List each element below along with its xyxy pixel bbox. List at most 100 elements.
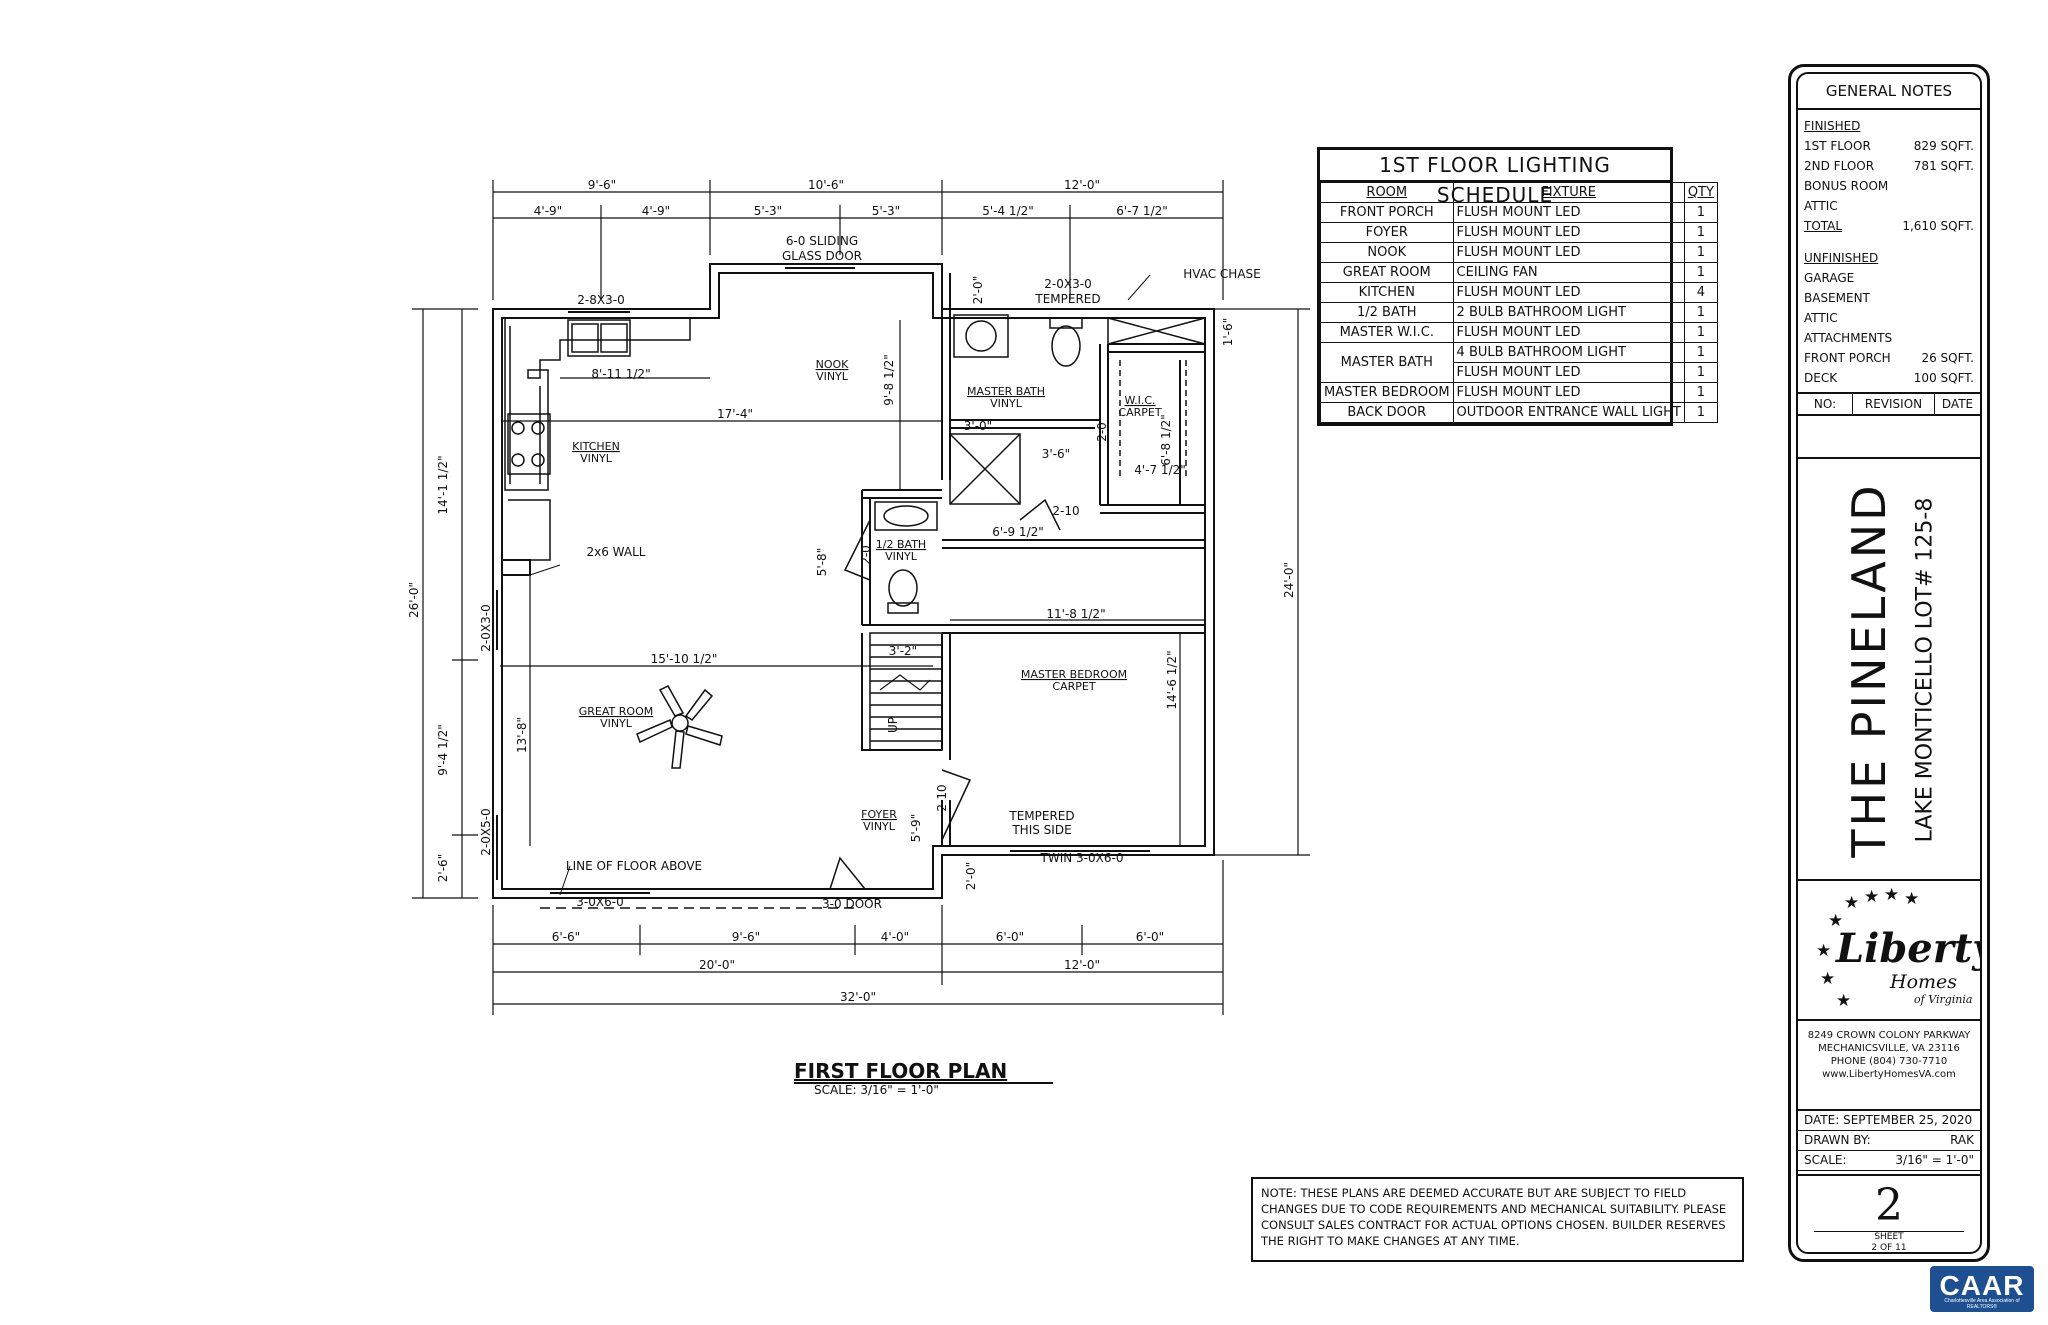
project-title-area: THE PINELAND LAKE MONTICELLO LOT# 125-8 [1798, 457, 1980, 881]
dim-17-4: 17'-4" [717, 407, 753, 421]
star-icon: ★ [1816, 941, 1832, 961]
area-value: 26 SQFT. [1921, 351, 1974, 365]
room-half-bath: 1/2 BATH [876, 538, 926, 551]
dim-5-9: 5'-9" [909, 814, 923, 842]
dim-left-3: 2'-6" [436, 854, 450, 882]
list-item: TOTAL 1,610 SQFT. [1798, 216, 1980, 236]
area-value: 100 SQFT. [1913, 371, 1974, 385]
address-line: 8249 CROWN COLONY PARKWAY [1807, 1030, 1971, 1041]
schedule-qty: 1 [1683, 362, 1718, 383]
sliding-door-label-1: 6-0 SLIDING [786, 234, 858, 248]
dim-5-8: 5'-8" [815, 548, 829, 576]
schedule-header-room: ROOM [1320, 182, 1454, 203]
finished-label: FINISHED [1804, 119, 1861, 133]
revision-date: DATE [1941, 397, 1974, 411]
schedule-room: BACK DOOR [1320, 402, 1454, 423]
disclaimer-note: NOTE: THESE PLANS ARE DEEMED ACCURATE BU… [1251, 1177, 1744, 1262]
dim-top-1: 9'-6" [588, 178, 616, 192]
dim-6-9: 6'-9 1/2" [992, 525, 1044, 539]
room-kitchen-floor: VINYL [580, 452, 613, 465]
dim-bot-total: 32'-0" [840, 990, 876, 1004]
list-item: ATTIC [1798, 196, 1980, 216]
twin-door-label: TWIN 3-0X6-0 [1040, 851, 1124, 865]
area-value: 829 SQFT. [1913, 139, 1974, 153]
caar-badge-subtext: Charlottesville Area Association of REAL… [1944, 1298, 2020, 1310]
schedule-room: 1/2 BATH [1320, 302, 1454, 323]
dim-bot-2: 9'-6" [732, 930, 760, 944]
area-label: ATTIC [1804, 199, 1838, 213]
sheet-number-box: 2 SHEET 2 OF 11 [1798, 1174, 1980, 1252]
dim-bot-7: 12'-0" [1064, 958, 1100, 972]
bath-fixtures [874, 314, 1083, 614]
dim-left-2: 9'-4 1/2" [436, 724, 450, 776]
tempered-this-side-2: THIS SIDE [1011, 823, 1071, 837]
dim-15-10: 15'-10 1/2" [651, 652, 718, 666]
list-item: ATTIC [1798, 308, 1980, 328]
dim-left-1: 14'-1 1/2" [436, 455, 450, 514]
room-master-bath-floor: VINYL [990, 397, 1023, 410]
star-icon: ★ [1864, 887, 1880, 907]
dim-bot-3: 4'-0" [881, 930, 909, 944]
lighting-schedule: 1ST FLOOR LIGHTING SCHEDULE ROOM FIXTURE… [1317, 147, 1718, 426]
area-label: TOTAL [1804, 219, 1843, 233]
schedule-room: GREAT ROOM [1320, 262, 1454, 283]
dim-top-4: 4'-9" [534, 204, 562, 218]
schedule-qty: 1 [1683, 402, 1718, 423]
wall-label: 2x6 WALL [587, 545, 646, 559]
tempered-label: TEMPERED [1034, 292, 1100, 306]
sheet-label: SHEET [1814, 1231, 1964, 1243]
room-kitchen: KITCHEN [572, 440, 620, 453]
doors [829, 498, 1061, 890]
dim-bot-5: 6'-0" [1136, 930, 1164, 944]
schedule-qty: 1 [1683, 242, 1718, 263]
scale-row: SCALE:3/16" = 1'-0" [1798, 1151, 1980, 1171]
dim-top-3: 12'-0" [1064, 178, 1100, 192]
dim-13-8: 13'-8" [515, 717, 529, 753]
schedule-room: MASTER BATH [1320, 342, 1454, 383]
schedule-qty: 1 [1683, 302, 1718, 323]
dim-top-5: 4'-9" [642, 204, 670, 218]
room-labels: NOOK VINYL KITCHEN VINYL MASTER BATH VIN… [572, 358, 1162, 833]
leader-lines [529, 274, 1151, 896]
date-label: DATE: SEPTEMBER 25, 2020 [1804, 1113, 1973, 1127]
dim-bot-1: 6'-6" [552, 930, 580, 944]
address-line: MECHANICSVILLE, VA 23116 [1818, 1043, 1960, 1054]
area-value: 1,610 SQFT. [1902, 219, 1974, 233]
schedule-qty: 1 [1683, 342, 1718, 363]
revision-title: REVISION [1853, 394, 1935, 414]
caar-badge: CAAR Charlottesville Area Association of… [1930, 1266, 2034, 1312]
schedule-qty: 1 [1683, 382, 1718, 403]
ceiling-fan-icon [636, 685, 723, 769]
unfinished-heading: UNFINISHED [1798, 248, 1980, 268]
sheet-number: 2 [1875, 1180, 1903, 1231]
address-line: PHONE (804) 730-7710 [1830, 1056, 1948, 1067]
room-great-room-floor: VINYL [600, 717, 633, 730]
dim-kitchen-counter: 8'-11 1/2" [591, 367, 650, 381]
dim-14-6: 14'-6 1/2" [1165, 650, 1179, 709]
area-label: DECK [1804, 371, 1838, 385]
schedule-qty: 1 [1683, 222, 1718, 243]
dim-3-0: 3'-0" [964, 419, 992, 433]
exterior-walls [492, 263, 1215, 899]
schedule-title: 1ST FLOOR LIGHTING SCHEDULE [1320, 150, 1670, 207]
liberty-homes-logo: ★ ★ ★ ★ ★ ★ ★ ★ Liberty Homes of Virgini… [1798, 879, 1980, 1021]
dim-top-2: 10'-6" [808, 178, 844, 192]
room-wic: W.I.C. [1124, 394, 1155, 407]
schedule-header-qty: QTY [1683, 182, 1718, 203]
interior-walls [502, 273, 1205, 846]
room-nook-floor: VINYL [816, 370, 849, 383]
star-icon: ★ [1836, 991, 1852, 1011]
schedule-fixture: FLUSH MOUNT LED [1452, 282, 1685, 303]
dim-3-2: 3'-2" [889, 644, 917, 658]
room-master-bedroom: MASTER BEDROOM [1021, 668, 1127, 681]
schedule-qty: 1 [1683, 322, 1718, 343]
